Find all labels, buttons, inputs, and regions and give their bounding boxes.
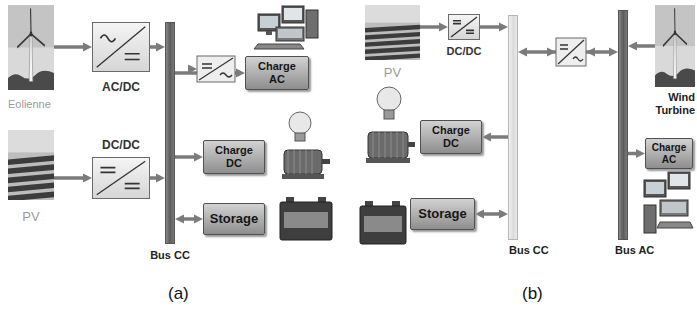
power-arrow — [150, 176, 159, 180]
power-arrow — [150, 45, 159, 49]
power-arrow — [481, 212, 502, 216]
power-arrow — [628, 152, 639, 156]
load-box: Charge DC — [203, 140, 265, 174]
power-arrow — [54, 176, 86, 180]
converter-symbol — [93, 158, 149, 198]
photo-art — [509, 16, 517, 239]
pv-panel-photo: PV — [365, 5, 420, 60]
caption-label: Eolienne — [8, 98, 51, 111]
power-arrow — [181, 217, 197, 221]
box-label: Charge DC — [424, 124, 478, 149]
photo-art — [8, 5, 54, 90]
lamp-motor-icons — [366, 87, 415, 163]
power-arrow — [175, 155, 197, 159]
battery-icon — [360, 201, 406, 244]
photo-art — [166, 23, 174, 243]
caption-label: PV — [384, 66, 401, 81]
panel-label: (b) — [522, 284, 543, 304]
pv-panel-photo: PV — [8, 130, 54, 200]
converter-box: AC/DC — [92, 22, 150, 72]
photo-art — [365, 5, 420, 60]
box-label: Storage — [210, 212, 258, 227]
converter-box: DC/DC — [92, 157, 150, 199]
computer-icons — [254, 6, 318, 49]
caption-label: Bus CC — [509, 244, 549, 257]
converter-symbol — [547, 38, 595, 66]
converter-symbol — [93, 23, 149, 71]
box-label: Storage — [418, 207, 466, 222]
box-label: Charge AC — [249, 60, 305, 85]
panel-label: (a) — [168, 284, 189, 304]
wind-turbine-photo: Eolienne — [8, 5, 54, 90]
caption-label: Bus AC — [615, 244, 654, 257]
power-arrow — [480, 25, 502, 29]
caption-label: DC/DC — [447, 45, 482, 58]
power-arrow — [488, 135, 508, 139]
caption-label: DC/DC — [102, 139, 140, 153]
caption-label: Wind Turbine — [647, 91, 695, 116]
photo-art — [655, 5, 695, 87]
converter-symbol — [449, 15, 479, 39]
lamp-motor-icons — [282, 112, 330, 179]
wind-turbine-photo: Wind Turbine — [655, 5, 695, 87]
load-box: Storage — [410, 198, 475, 230]
box-label: Charge AC — [649, 142, 689, 165]
load-box: Charge AC — [245, 56, 309, 90]
bus-bar: Bus AC — [618, 10, 628, 240]
converter-box: DC/DC — [448, 14, 480, 40]
photo-art — [619, 11, 627, 239]
power-arrow — [634, 44, 655, 48]
power-arrow — [420, 25, 442, 29]
computer-icons — [644, 172, 693, 233]
caption-label: Bus CC — [150, 249, 190, 262]
photo-art — [8, 130, 54, 200]
power-arrow — [54, 45, 86, 49]
caption-label: AC/DC — [102, 81, 140, 95]
load-box: Storage — [203, 203, 265, 235]
load-box: Charge AC — [645, 138, 693, 169]
caption-label: PV — [22, 210, 39, 225]
load-box: Charge DC — [420, 120, 482, 154]
box-label: Charge DC — [207, 144, 261, 169]
battery-icon — [280, 197, 332, 240]
bus-bar: Bus CC — [508, 15, 518, 240]
bus-bar: Bus CC — [165, 22, 175, 244]
inverter-symbol — [188, 56, 235, 82]
